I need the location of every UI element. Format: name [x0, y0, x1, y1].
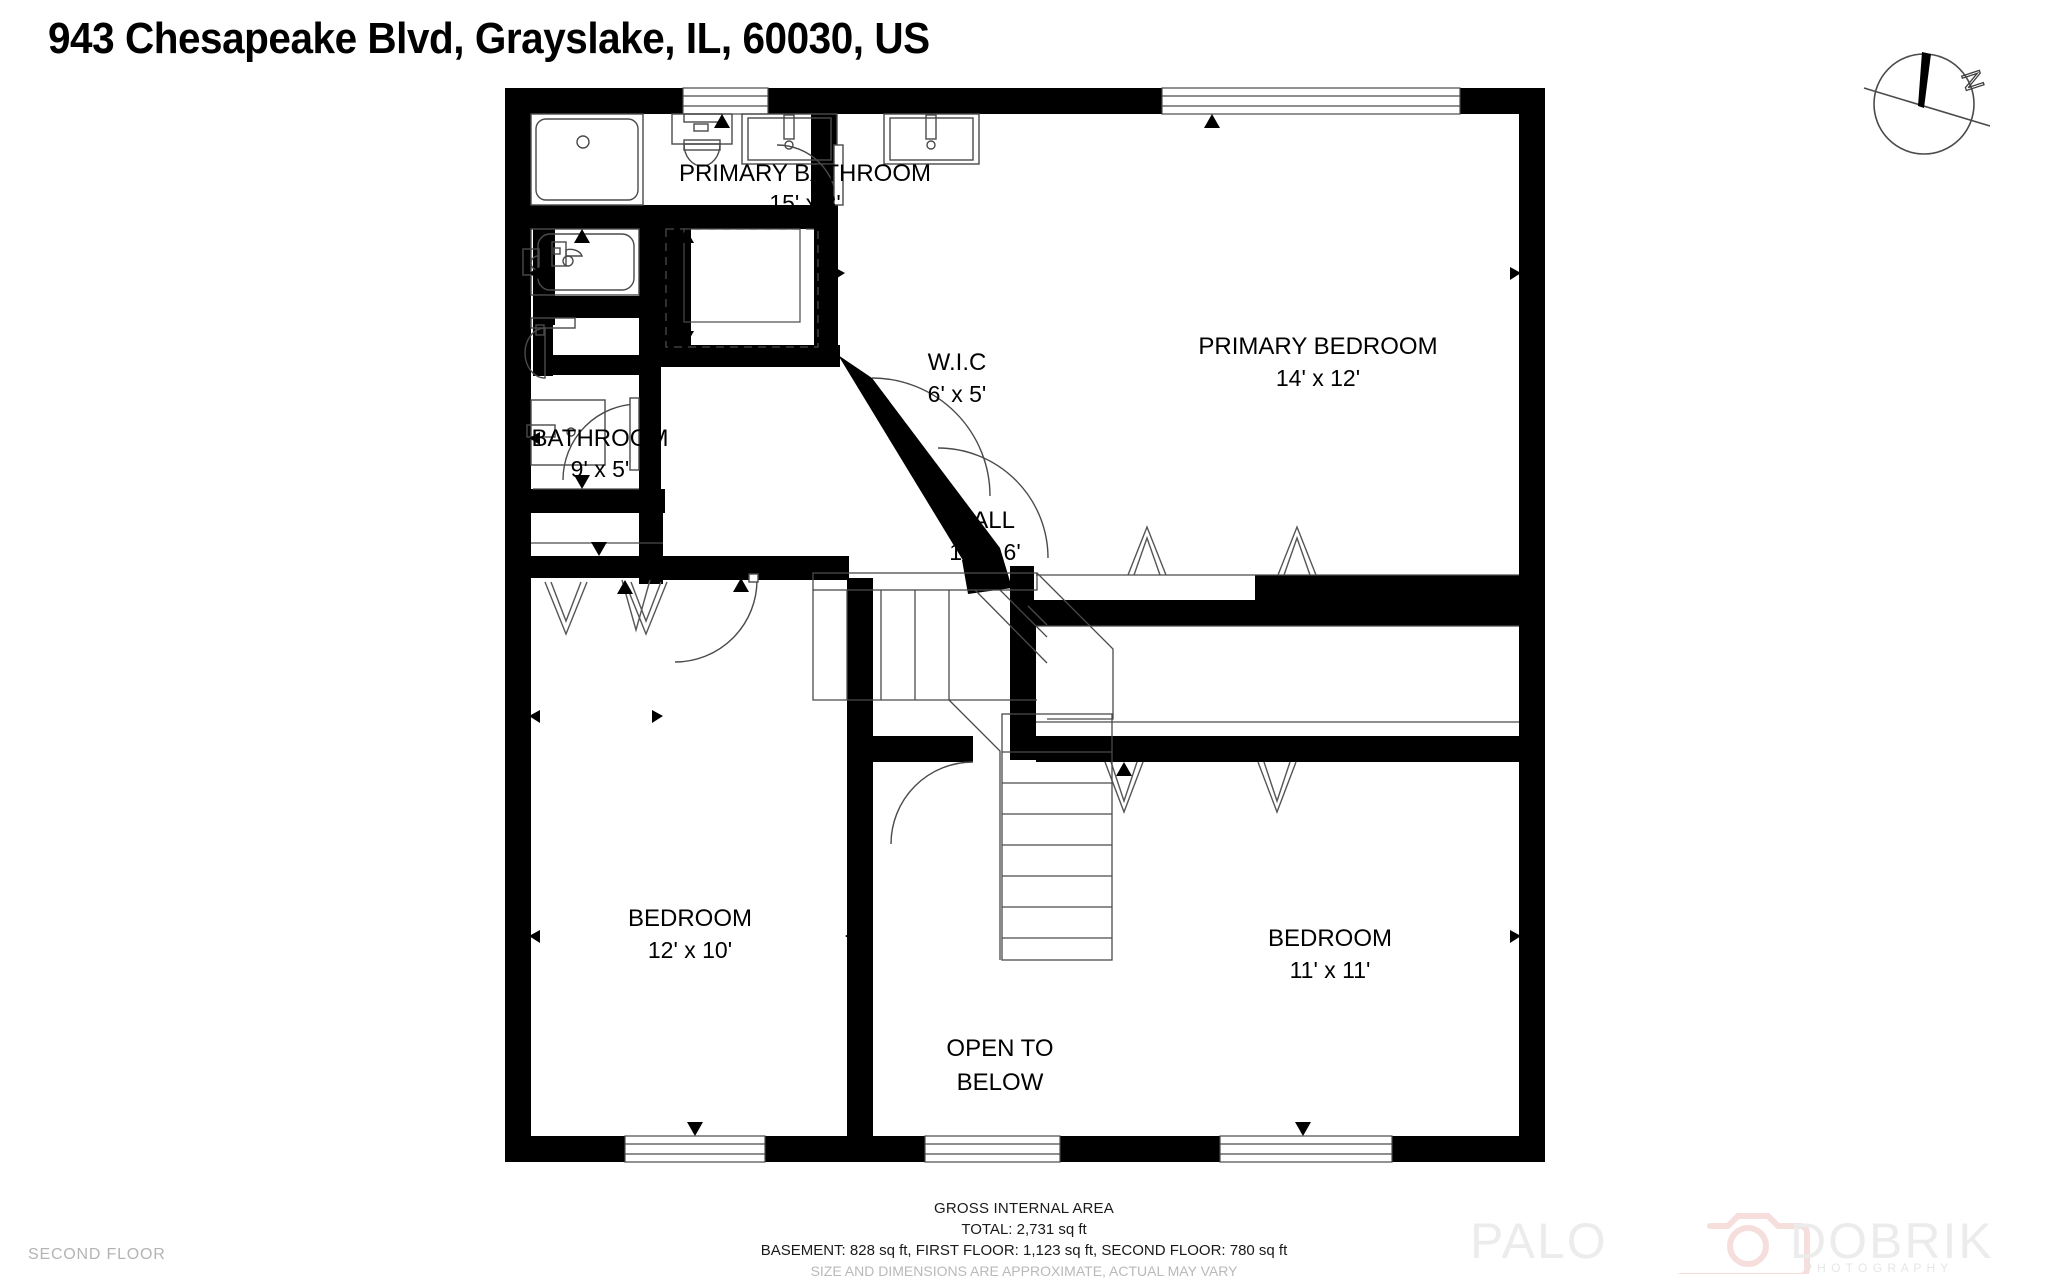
- closet-shelves: [531, 488, 1519, 723]
- compass-needle: [1918, 52, 1931, 108]
- room-label-bedroom-right: BEDROOM: [1268, 925, 1392, 952]
- room-dim-primary-bedroom: 14' x 12': [1276, 365, 1360, 391]
- brand-word-dobrik: DOBRIK: [1790, 1213, 1994, 1269]
- door-bathroom: [562, 397, 640, 481]
- windows: [624, 87, 1461, 1163]
- window-bottom-right: [1219, 1135, 1393, 1163]
- fixture-bathroom-toilet: [524, 317, 576, 379]
- compass-rose: N: [1862, 22, 2012, 172]
- fixture-small-sink: [551, 241, 584, 267]
- fixtures: [522, 113, 980, 466]
- compass-icon: N: [1863, 52, 1991, 155]
- room-dim-wic: 6' x 5': [928, 381, 987, 407]
- area-disclaimer: SIZE AND DIMENSIONS ARE APPROXIMATE, ACT…: [810, 1263, 1238, 1279]
- room-dim-bathroom: 9' x 5': [571, 456, 630, 482]
- palo-dobrik-logo: PALO DOBRIK P H O T O G R A P H Y: [1470, 1213, 1994, 1279]
- fixture-shower-pan: [526, 399, 606, 466]
- brand-tagline: P H O T O G R A P H Y: [1804, 1261, 1949, 1274]
- doors: [562, 144, 1049, 845]
- page-title: 943 Chesapeake Blvd, Grayslake, IL, 6003…: [48, 14, 930, 63]
- open-to-below-line1: OPEN TO: [946, 1035, 1053, 1062]
- room-label-hall: HALL: [955, 507, 1015, 534]
- room-label-primary-bathroom: PRIMARY BATHROOM: [679, 160, 931, 187]
- window-top-small: [682, 87, 769, 115]
- fixture-primary-shower: [530, 113, 644, 206]
- window-bottom-center: [924, 1135, 1061, 1163]
- staircase: [812, 572, 1114, 961]
- room-dim-hall: 15' x 6': [949, 539, 1020, 565]
- door-bedroom-left: [674, 573, 759, 663]
- door-primary-bedroom: [871, 377, 1049, 559]
- window-bottom-left: [624, 1135, 766, 1163]
- walls: [505, 88, 1545, 1162]
- floor-label: SECOND FLOOR: [28, 1246, 166, 1263]
- room-label-wic: W.I.C: [928, 349, 987, 376]
- room-dim-primary-bathroom: 15' x 8': [769, 190, 840, 216]
- wic-shelving: [665, 228, 819, 348]
- room-label-bedroom-left: BEDROOM: [628, 905, 752, 932]
- room-label-primary-bedroom: PRIMARY BEDROOM: [1198, 333, 1437, 360]
- door-bedroom-right: [890, 761, 974, 845]
- room-dim-bedroom-left: 12' x 10': [648, 937, 732, 963]
- camera-icon: [1677, 1213, 1810, 1279]
- brand-word-palo: PALO: [1470, 1213, 1608, 1269]
- dimension-markers: [529, 114, 1521, 1136]
- room-label-bathroom: BATHROOM: [532, 425, 669, 452]
- open-to-below-line2: BELOW: [957, 1069, 1044, 1096]
- brand-watermark: PALO DOBRIK P H O T O G R A P H Y: [1470, 1208, 2030, 1279]
- room-dim-bedroom-right: 11' x 11': [1290, 957, 1371, 983]
- closet-hanger-symbols: [544, 525, 1317, 814]
- compass-horizon-line: [1863, 87, 1991, 127]
- gross-internal-area-total: TOTAL: 2,731 sq ft: [961, 1221, 1087, 1238]
- gross-internal-area-breakdown: BASEMENT: 828 sq ft, FIRST FLOOR: 1,123 …: [760, 1242, 1288, 1259]
- gross-internal-area-heading: GROSS INTERNAL AREA: [934, 1200, 1114, 1217]
- window-top-wide: [1161, 87, 1461, 115]
- fixture-vanity-right: [883, 113, 980, 165]
- door-primary-bathroom: [776, 144, 844, 206]
- room-labels: PRIMARY BATHROOM 15' x 8' BATHROOM 9' x …: [532, 160, 1438, 1096]
